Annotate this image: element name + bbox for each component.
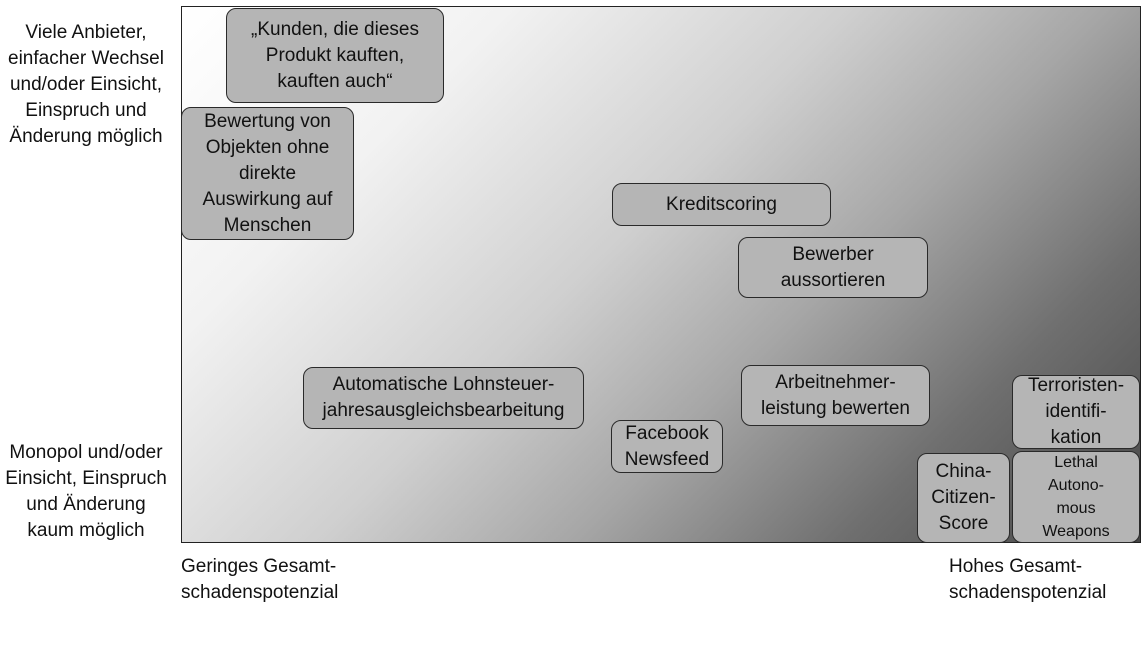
box-kunden-kauften-auch: „Kunden, die dieses Produkt kauften, kau… bbox=[226, 8, 444, 103]
box-bewerber-aussortieren: Bewerber aussortieren bbox=[738, 237, 928, 298]
box-automatische-lohnsteuer: Automatische Lohnsteuer- jahresausgleich… bbox=[303, 367, 584, 429]
box-terroristenidentifikation: Terroristen- identifi- kation bbox=[1012, 375, 1140, 449]
y-axis-top-label: Viele Anbieter, einfacher Wechsel und/od… bbox=[8, 22, 164, 147]
x-axis-left-label: Geringes Gesamt- schadenspotenzial bbox=[181, 556, 339, 603]
y-axis-bottom-label: Monopol und/oder Einsicht, Einspruch und… bbox=[5, 442, 167, 541]
box-china-citizen-score: China- Citizen- Score bbox=[917, 453, 1010, 543]
x-axis-right-label: Hohes Gesamt- schadenspotenzial bbox=[949, 556, 1107, 603]
box-arbeitnehmerleistung-bewerten: Arbeitnehmer- leistung bewerten bbox=[741, 365, 930, 426]
box-kreditscoring: Kreditscoring bbox=[612, 183, 831, 226]
box-lethal-autonomous-weapons: Lethal Autono- mous Weapons bbox=[1012, 451, 1140, 543]
box-facebook-newsfeed: Facebook Newsfeed bbox=[611, 420, 723, 473]
box-bewertung-von-objekten: Bewertung von Objekten ohne direkte Ausw… bbox=[181, 107, 354, 240]
